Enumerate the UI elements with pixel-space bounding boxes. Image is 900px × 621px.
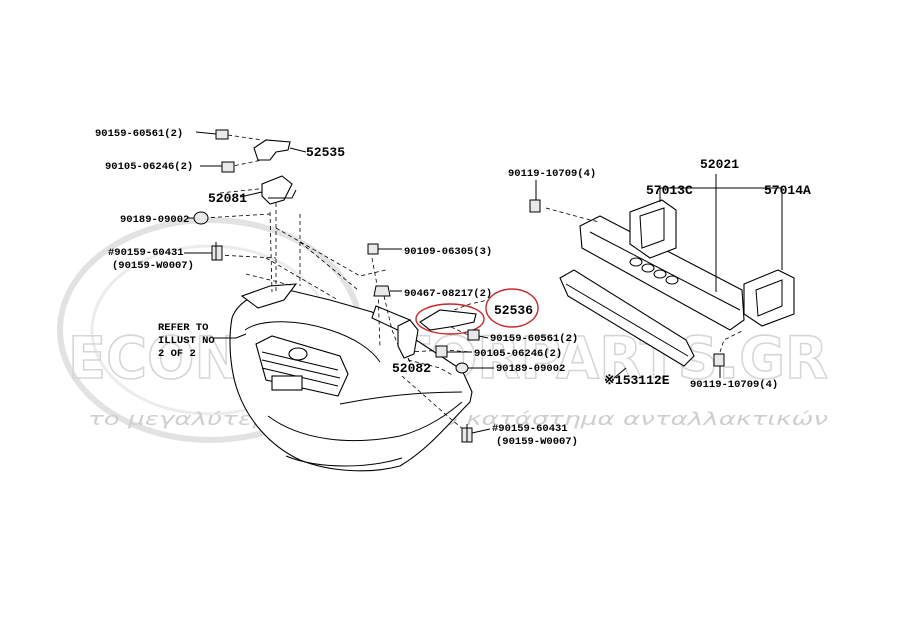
reinforcement-beam-edge — [589, 231, 741, 311]
reinforcement-hole-2 — [641, 263, 655, 273]
bumper-cover-crease — [339, 391, 463, 405]
clip-90467-08217 — [373, 285, 391, 297]
label-refer-line-1: REFER TO — [158, 322, 208, 334]
label-52535: 52535 — [306, 145, 345, 160]
reinforcement-beam — [579, 215, 745, 331]
extension-57013C-inner — [639, 207, 665, 249]
label-90159-60561-top: 90159-60561(2) — [95, 128, 183, 140]
label-90109-06305: 90109-06305(3) — [404, 246, 492, 258]
label-90189-09002-mid: 90189-09002 — [496, 363, 565, 375]
nut-90105-06246-top — [221, 161, 235, 173]
bracket-52535 — [253, 139, 307, 161]
nut-90189-09002-top — [193, 211, 209, 225]
label-57013C: 57013C — [646, 183, 693, 198]
bumper-cover-bottom-lip — [285, 455, 403, 467]
bracket-52081 — [239, 175, 297, 205]
label-52082: 52082 — [392, 361, 431, 376]
leader-52081-b — [268, 189, 297, 199]
reinforcement-hole-1 — [629, 257, 643, 267]
bumper-cover-upper-edge — [244, 321, 381, 363]
nut-90105-06246-mid — [435, 345, 448, 358]
absorber-53112E — [559, 269, 695, 367]
extension-57013C-body — [629, 199, 677, 259]
emblem — [288, 347, 308, 361]
bracket-52535-body — [253, 139, 291, 161]
label-57014A: 57014A — [764, 183, 811, 198]
label-52081: 52081 — [208, 191, 247, 206]
bumper-cover-outline — [229, 287, 473, 472]
bracket-52081-body — [261, 175, 293, 205]
fasteners-center — [367, 243, 402, 297]
part-labels: 90159-60561(2) 52535 90105-06246(2) 5208… — [95, 128, 811, 448]
label-90159-60561-mid: 90159-60561(2) — [490, 333, 578, 345]
bumper-reinforcement-52021 — [579, 215, 745, 331]
highlight-circle-bracket — [415, 303, 485, 335]
leader-52021 — [659, 174, 783, 292]
extension-57013C — [629, 199, 677, 259]
label-52021: 52021 — [700, 157, 739, 172]
bumper-cover-drawing — [229, 283, 473, 472]
label-90119-10709-top: 90119-10709(4) — [508, 168, 596, 180]
bracket-52082-body — [397, 319, 419, 359]
label-90105-06246-mid: 90105-06246(2) — [474, 348, 562, 360]
absorber-body — [559, 269, 695, 367]
extension-57014A-inner — [755, 279, 783, 317]
leader-52535 — [289, 147, 307, 153]
label-90105-06246-top: 90105-06246(2) — [105, 161, 193, 173]
fasteners-mid — [435, 329, 494, 443]
bumper-cover-lower-edge — [267, 401, 463, 442]
guide-lines-left — [203, 134, 489, 431]
bolt-90159-60561-mid — [467, 329, 480, 341]
reinforcement-hole-3 — [653, 269, 667, 279]
label-90119-10709-bot: 90119-10709(4) — [690, 379, 778, 391]
bolt-90159-60431-top — [211, 245, 223, 261]
leader-52081 — [239, 191, 263, 198]
bracket-52082 — [397, 319, 419, 363]
extension-57014A-body — [743, 269, 795, 327]
bumper-left-corner — [240, 283, 298, 309]
extension-57014A — [743, 269, 795, 327]
label-90467-08217: 90467-08217(2) — [404, 288, 492, 300]
label-refer-line-3: 2 OF 2 — [158, 348, 196, 360]
bolt-90159-60561-top — [215, 129, 229, 140]
nut-90189-09002-mid — [455, 362, 469, 374]
absorber-edge — [565, 283, 689, 357]
label-90189-09002-top: 90189-09002 — [120, 214, 189, 226]
bracket-52536-body — [419, 309, 477, 331]
leader-refer — [214, 333, 247, 339]
highlight-circle-label — [485, 288, 539, 328]
label-refer-line-2: ILLUST NO — [158, 335, 215, 347]
fasteners-left — [184, 129, 235, 261]
bolt-90119-10709-top — [529, 199, 541, 213]
label-90159-w0007-top: (90159-W0007) — [112, 260, 194, 272]
label-90159-w0007-bot: (90159-W0007) — [496, 436, 578, 448]
label-90159-60431-top: #90159-60431 — [108, 247, 184, 259]
screw-90109-06305 — [367, 243, 379, 255]
license-plate-mount — [271, 375, 303, 391]
bracket-52536 — [415, 288, 539, 335]
leader-52082 — [407, 357, 411, 363]
label-90159-60431-bot: #90159-60431 — [492, 423, 568, 435]
label-53112E: ※153112E — [604, 373, 670, 388]
leader-53112E — [613, 367, 627, 379]
bolt-90119-10709-bot — [713, 353, 725, 367]
label-52536: 52536 — [494, 303, 533, 318]
guide-lines-right — [529, 174, 783, 379]
reinforcement-hole-4 — [665, 275, 679, 285]
